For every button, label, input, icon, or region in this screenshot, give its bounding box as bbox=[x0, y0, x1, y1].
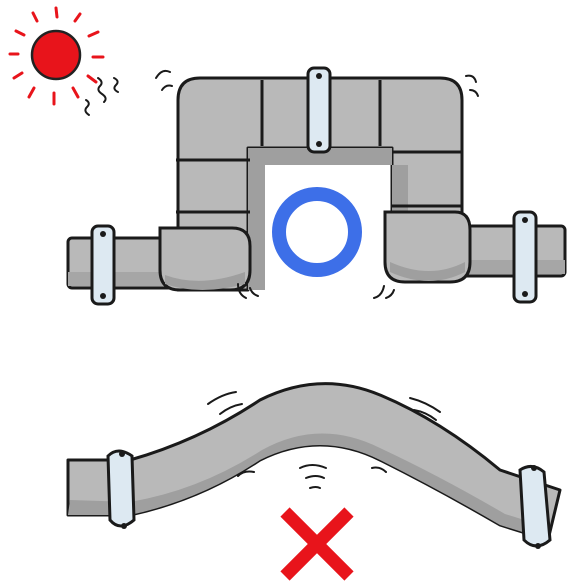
bent-pipe bbox=[66, 382, 562, 549]
right-clamp bbox=[512, 210, 538, 304]
cross-wrong-icon bbox=[280, 507, 354, 581]
bent-pipe-left-clamp bbox=[106, 449, 136, 529]
expansion-loop-pipe bbox=[66, 66, 567, 306]
bent-pipe-right-clamp bbox=[518, 465, 552, 549]
circle-correct-icon bbox=[272, 187, 362, 277]
left-clamp bbox=[90, 224, 116, 306]
top-clamp bbox=[306, 66, 332, 154]
sun-icon bbox=[8, 6, 119, 116]
